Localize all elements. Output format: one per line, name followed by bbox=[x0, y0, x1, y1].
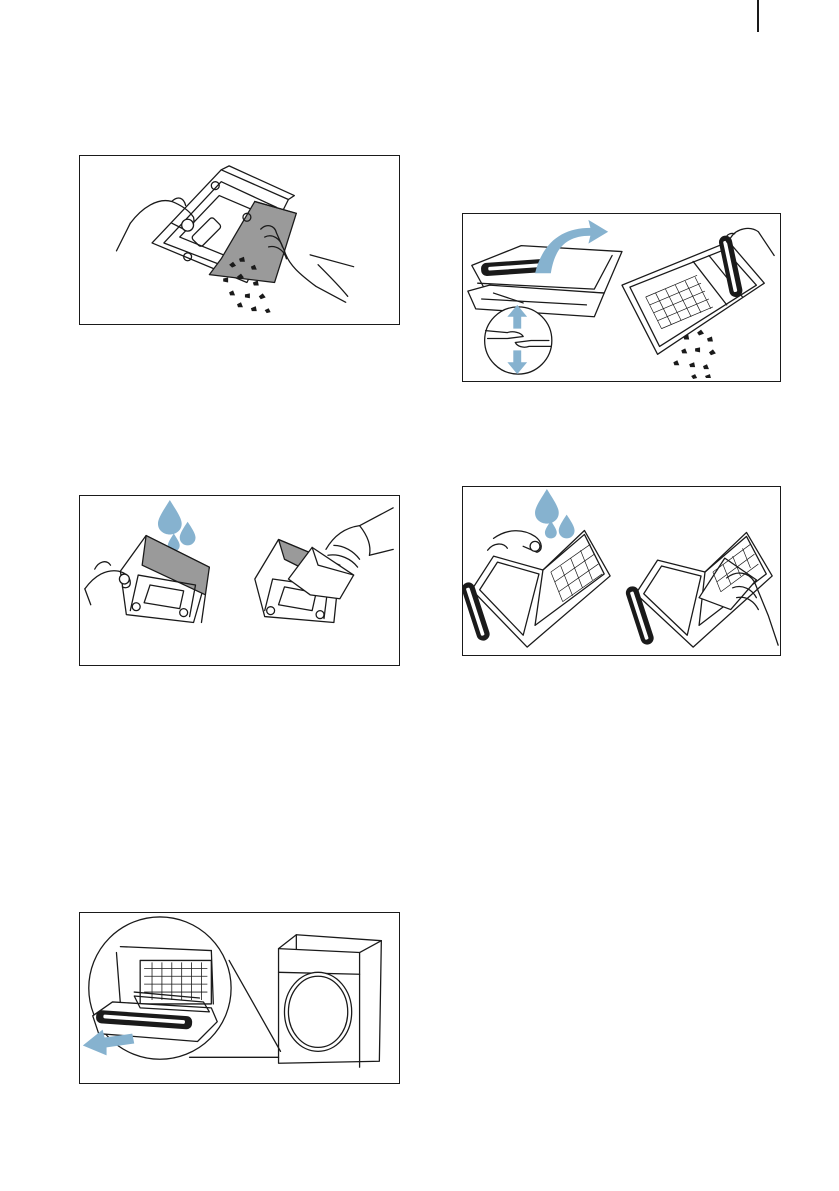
water-drop-icon bbox=[535, 489, 559, 524]
figure-3-illustration bbox=[80, 496, 399, 665]
figure-5-illustration bbox=[80, 913, 399, 1083]
figure-1-illustration bbox=[80, 156, 399, 324]
figure-3-rinse-and-wipe bbox=[79, 495, 400, 666]
water-drop-icon bbox=[180, 522, 196, 546]
figure-4-illustration bbox=[463, 487, 780, 655]
water-drop-icon bbox=[158, 500, 182, 535]
figure-2-illustration bbox=[463, 214, 780, 381]
figure-4-rinse-and-wipe-inner bbox=[462, 486, 781, 656]
figure-1-knock-out-fluff bbox=[79, 155, 400, 325]
water-drop-icon bbox=[559, 515, 575, 539]
crop-mark bbox=[757, 0, 759, 32]
figure-2-open-filter bbox=[462, 213, 781, 382]
figure-5-pull-out-filter bbox=[79, 912, 400, 1084]
